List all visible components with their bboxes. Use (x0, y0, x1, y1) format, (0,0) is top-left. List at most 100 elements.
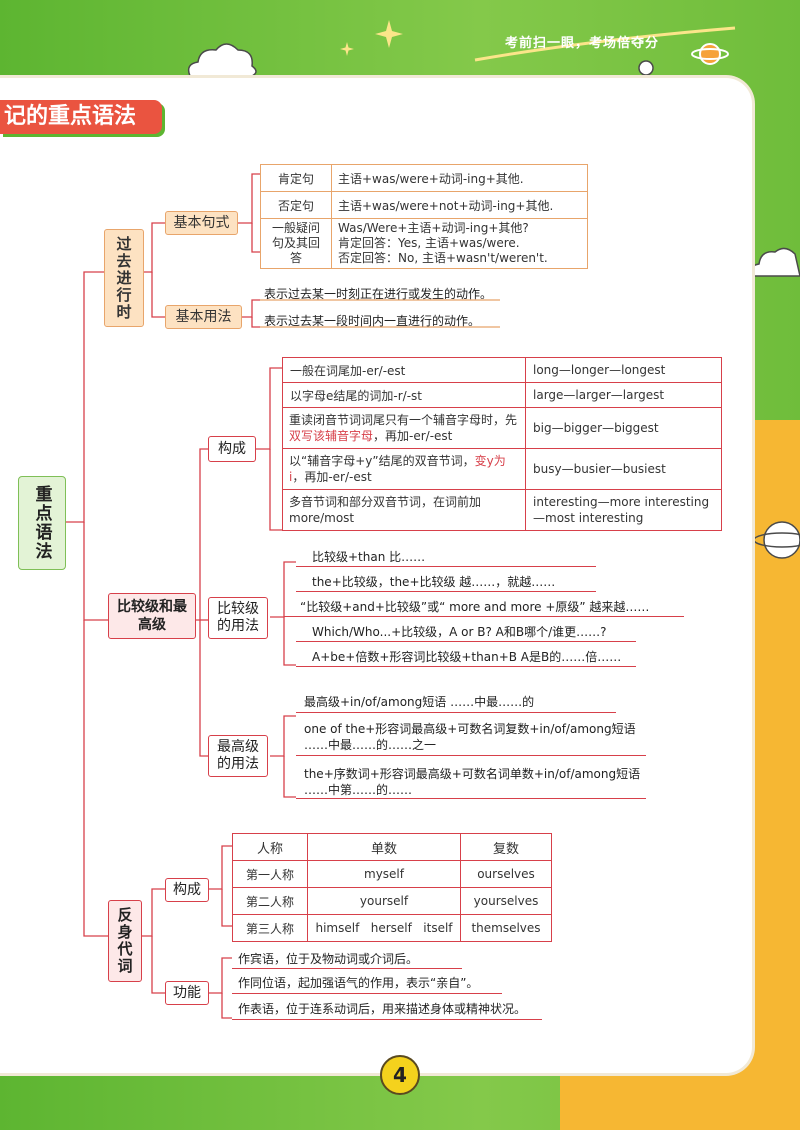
underline (232, 1019, 542, 1020)
formation-node: 构成 (208, 436, 256, 462)
slogan-text: 考前扫一眼，考场倍夺分 (505, 36, 660, 51)
root-node: 重点语法 (18, 476, 66, 570)
rule-cell: 一般在词尾加-er/-est (282, 357, 526, 383)
singular-cell: myself (307, 860, 461, 888)
example-cell: interesting—more interesting—most intere… (525, 489, 722, 531)
table-row: 肯定句 主语+was/were+动词-ing+其他. (260, 164, 588, 192)
superlative-usage-item: the+序数词+形容词最高级+可数名词单数+in/of/among短语 (304, 767, 641, 781)
function-item: 作表语，位于连系动词后，用来描述身体或精神状况。 (238, 1002, 527, 1016)
small-sparkle-icon (340, 42, 354, 56)
underline (296, 755, 646, 756)
example-cell: large—larger—largest (525, 382, 722, 408)
underline (296, 666, 636, 667)
plural-cell: yourselves (460, 887, 552, 915)
underline (296, 566, 596, 567)
person-cell: 第二人称 (232, 887, 308, 915)
comparative-usage-item: 比较级+than 比…… (312, 550, 426, 564)
cloud-icon (187, 43, 257, 77)
plural-cell: themselves (460, 914, 552, 942)
highlight-text: 双写该辅音字母 (289, 429, 374, 443)
superlative-usage-item: ……中第……的…… (304, 783, 413, 797)
reflexive-node: 反身代词 (108, 900, 142, 982)
reflexive-pronoun-table: 人称 单数 复数 第一人称 myself ourselves 第二人称 your… (232, 833, 552, 942)
superlative-usage-item: 最高级+in/of/among短语 ……中最……的 (304, 695, 535, 709)
table-row: 第一人称 myself ourselves (232, 860, 552, 888)
table-row: 否定句 主语+was/were+not+动词-ing+其他. (260, 191, 588, 219)
rule-cell: 以字母e结尾的词加-r/-st (282, 382, 526, 408)
header-plural: 复数 (460, 833, 552, 861)
comparative-usage-node: 比较级的用法 (208, 597, 268, 639)
comparative-usage-item: A+be+倍数+形容词比较级+than+B A是B的……倍…… (312, 650, 622, 664)
rule-cell: 重读闭音节词词尾只有一个辅音字母时，先双写该辅音字母，再加-er/-est (282, 407, 526, 449)
example-cell: big—bigger—biggest (525, 407, 722, 449)
planet-icon (691, 43, 729, 65)
table-row: 多音节词和部分双音节词，在词前加more/most interesting—mo… (282, 489, 722, 531)
table-row: 第三人称 himself herself itself themselves (232, 914, 552, 942)
underline (296, 641, 636, 642)
comparison-node: 比较级和最高级 (108, 593, 196, 639)
positive-answer: 肯定回答：Yes, 主语+was/were. (338, 236, 520, 250)
page-title: 记的重点语法 (0, 100, 162, 134)
underline (232, 968, 462, 969)
person-cell: 第一人称 (232, 860, 308, 888)
example-cell: busy—busier—busiest (525, 448, 722, 490)
table-row: 重读闭音节词词尾只有一个辅音字母时，先双写该辅音字母，再加-er/-est bi… (282, 407, 722, 449)
rule-cell: 以“辅音字母+y”结尾的双音节词，变y为i，再加-er/-est (282, 448, 526, 490)
header-person: 人称 (232, 833, 308, 861)
reflexive-function-node: 功能 (165, 981, 209, 1005)
basic-usage-node: 基本用法 (165, 305, 242, 329)
slogan-banner (474, 26, 736, 62)
function-item: 作同位语，起加强语气的作用，表示“亲自”。 (238, 976, 479, 990)
rule-text: ，再加-er/-est (292, 470, 372, 484)
side-planet-icon (753, 521, 800, 559)
rule-text: 以“辅音字母+y”结尾的双音节词， (289, 454, 475, 468)
superlative-usage-node: 最高级的用法 (208, 735, 268, 777)
small-planet-icon (638, 60, 654, 76)
underline (232, 993, 502, 994)
table-header-row: 人称 单数 复数 (232, 833, 552, 861)
header-singular: 单数 (307, 833, 461, 861)
form-text: 主语+was/were+not+动词-ing+其他. (331, 191, 588, 219)
underline (296, 798, 646, 799)
negative-answer: 否定回答：No, 主语+wasn't/weren't. (338, 251, 548, 265)
superlative-usage-item: one of the+形容词最高级+可数名词复数+in/of/among短语 (304, 722, 636, 736)
question-form: Was/Were+主语+动词-ing+其他? (338, 221, 529, 235)
comparative-usage-item: the+比较级，the+比较级 越……，就越…… (312, 575, 556, 589)
form-type: 一般疑问句及其回答 (260, 218, 332, 269)
comparative-usage-item: Which/Who...+比较级，A or B? A和B哪个/谁更……? (312, 625, 607, 639)
plural-cell: ourselves (460, 860, 552, 888)
form-text: 主语+was/were+动词-ing+其他. (331, 164, 588, 192)
superlative-usage-item: ……中最……的……之一 (304, 738, 437, 752)
usage-item: 表示过去某一段时间内一直进行的动作。 (264, 314, 481, 328)
form-type: 否定句 (260, 191, 332, 219)
underline (296, 712, 616, 713)
table-row: 以字母e结尾的词加-r/-st large—larger—largest (282, 382, 722, 408)
basic-forms-node: 基本句式 (165, 211, 238, 235)
form-text: Was/Were+主语+动词-ing+其他? 肯定回答：Yes, 主语+was/… (331, 218, 588, 269)
example-cell: long—longer—longest (525, 357, 722, 383)
function-item: 作宾语，位于及物动词或介词后。 (238, 952, 419, 966)
sparkle-icon (375, 20, 403, 48)
page-number: 4 (380, 1055, 420, 1095)
singular-cell: himself herself itself (307, 914, 461, 942)
form-type: 肯定句 (260, 164, 332, 192)
person-cell: 第三人称 (232, 914, 308, 942)
rule-text: 重读闭音节词词尾只有一个辅音字母时，先 (289, 413, 518, 427)
past-forms-table: 肯定句 主语+was/were+动词-ing+其他. 否定句 主语+was/we… (260, 164, 588, 269)
table-row: 第二人称 yourself yourselves (232, 887, 552, 915)
rule-text: ，再加-er/-est (373, 429, 453, 443)
rule-cell: 多音节词和部分双音节词，在词前加more/most (282, 489, 526, 531)
singular-cell: yourself (307, 887, 461, 915)
past-continuous-node: 过去进行时 (104, 229, 144, 327)
highlight-text: 变y为i (289, 454, 506, 484)
usage-item: 表示过去某一时刻正在进行或发生的动作。 (264, 287, 493, 301)
underline (284, 616, 684, 617)
table-row: 以“辅音字母+y”结尾的双音节词，变y为i，再加-er/-est busy—bu… (282, 448, 722, 490)
comparative-usage-item: “比较级+and+比较级”或“ more and more +原级” 越来越…… (300, 600, 650, 614)
comparison-formation-table: 一般在词尾加-er/-est long—longer—longest 以字母e结… (282, 357, 722, 531)
underline (296, 591, 596, 592)
reflexive-formation-node: 构成 (165, 878, 209, 902)
table-row: 一般疑问句及其回答 Was/Were+主语+动词-ing+其他? 肯定回答：Ye… (260, 218, 588, 269)
table-row: 一般在词尾加-er/-est long—longer—longest (282, 357, 722, 383)
